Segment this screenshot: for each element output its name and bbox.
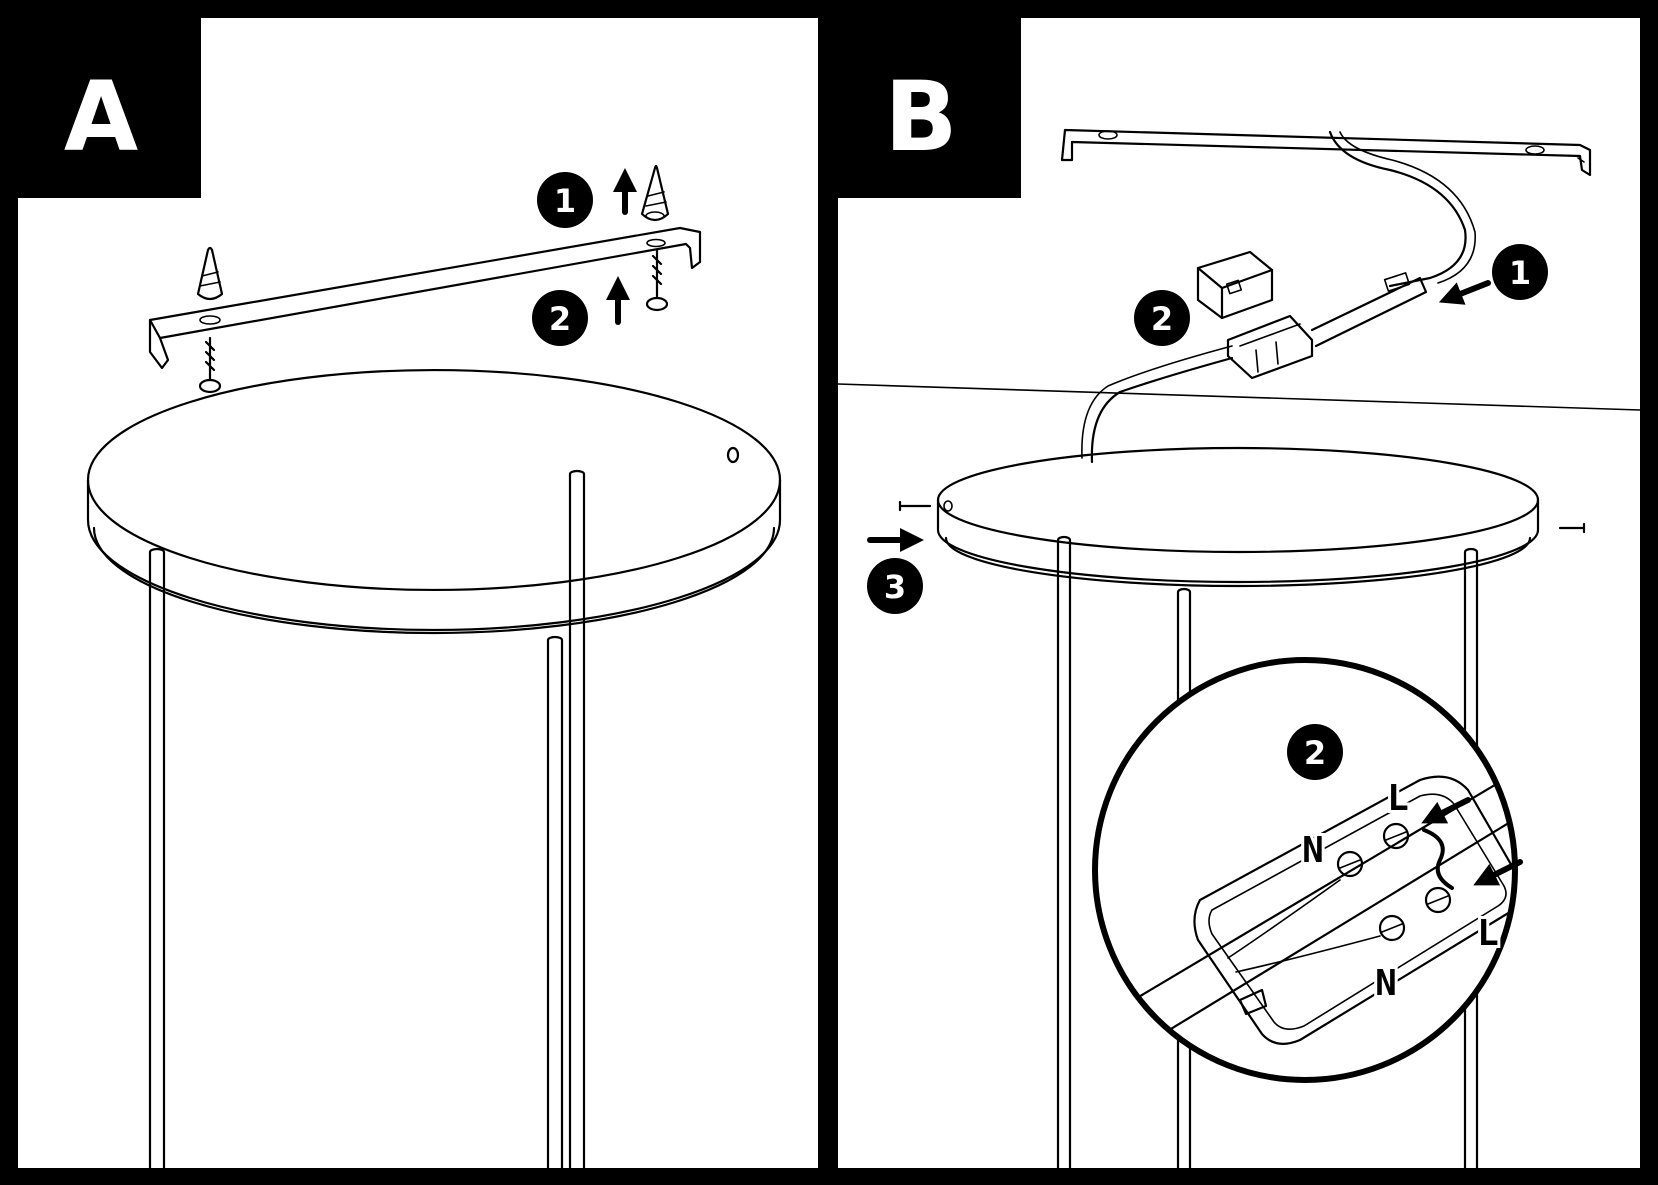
panel-b: B bbox=[837, 18, 1641, 1170]
panel-b-label-box bbox=[838, 18, 1021, 198]
step-2-marker-b: 2 bbox=[1134, 290, 1190, 346]
side-screw-left bbox=[898, 500, 932, 512]
wire-label-live-top: L bbox=[1387, 778, 1409, 819]
wiring-detail-inset: 2 L N L N bbox=[1092, 657, 1523, 1083]
wall-plug-left bbox=[196, 246, 224, 301]
canopy-disc-b bbox=[936, 446, 1540, 588]
panel-b-letter: B bbox=[884, 61, 957, 173]
wire-label-live-bottom: L bbox=[1477, 913, 1499, 954]
terminal-block bbox=[1226, 314, 1314, 380]
svg-text:1: 1 bbox=[554, 182, 576, 220]
arrow-left-icon bbox=[1438, 280, 1491, 305]
panel-a-background bbox=[18, 18, 818, 1168]
step-1-marker-b: 1 bbox=[1492, 244, 1548, 300]
panel-a-letter: A bbox=[64, 61, 138, 173]
step-1-marker-a: 1 bbox=[537, 172, 593, 228]
side-screw-right bbox=[1558, 522, 1586, 534]
ceiling-line bbox=[837, 383, 1641, 411]
svg-text:2: 2 bbox=[1151, 300, 1173, 338]
step-2-detail-marker: 2 bbox=[1287, 724, 1343, 780]
screw-right bbox=[645, 248, 669, 312]
canopy-disc bbox=[86, 368, 782, 635]
terminal-cover bbox=[1196, 250, 1274, 320]
screw-left bbox=[198, 336, 222, 394]
arrow-left-icon bbox=[1421, 797, 1471, 824]
panel-a: A bbox=[18, 18, 818, 1170]
fixture-cable bbox=[1090, 356, 1234, 464]
fixture-cable-sleeve bbox=[1310, 276, 1428, 348]
svg-text:1: 1 bbox=[1509, 254, 1531, 292]
suspension-rods bbox=[148, 469, 586, 1170]
step-2-marker-a: 2 bbox=[532, 290, 588, 346]
mounted-bracket bbox=[1060, 128, 1592, 177]
svg-text:2: 2 bbox=[1304, 734, 1326, 772]
arrow-left-icon bbox=[1473, 859, 1523, 886]
step-3-marker-b: 3 bbox=[867, 558, 923, 614]
supply-cable bbox=[1328, 130, 1467, 288]
wire-label-neutral-left: N bbox=[1302, 830, 1324, 871]
wall-plug-right bbox=[640, 164, 670, 222]
mounting-bracket bbox=[148, 226, 702, 370]
wire-label-neutral-bottom: N bbox=[1375, 963, 1397, 1004]
panel-a-label-box bbox=[18, 18, 201, 198]
svg-text:2: 2 bbox=[549, 300, 571, 338]
svg-text:3: 3 bbox=[884, 568, 906, 606]
